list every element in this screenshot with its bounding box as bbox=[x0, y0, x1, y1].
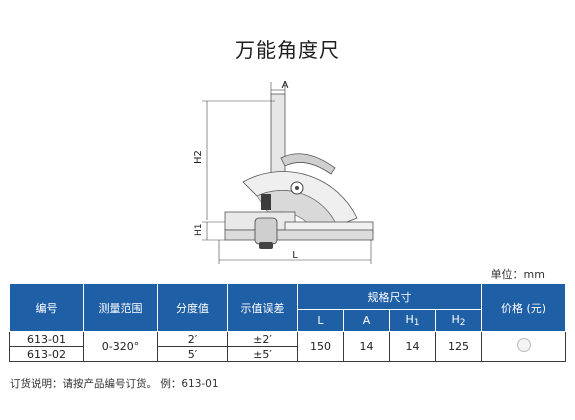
cell-division: 2′ bbox=[157, 331, 228, 347]
cell-code: 613-02 bbox=[9, 346, 84, 362]
cell-division: 5′ bbox=[157, 346, 228, 362]
cell-price bbox=[481, 331, 566, 362]
header-division: 分度值 bbox=[157, 283, 228, 332]
cell-h2: 125 bbox=[435, 331, 482, 362]
bevel-protractor-drawing: A H2 H1 L bbox=[193, 80, 374, 264]
label-h2: H2 bbox=[193, 150, 204, 164]
header-l: L bbox=[297, 309, 344, 332]
label-a: A bbox=[282, 80, 289, 91]
cell-code: 613-01 bbox=[9, 331, 84, 347]
cell-range: 0-320° bbox=[83, 331, 158, 362]
header-h2: H2 bbox=[435, 309, 482, 332]
label-l: L bbox=[292, 250, 298, 261]
cell-a: 14 bbox=[343, 331, 390, 362]
table-row: 613-01 0-320° 2′ ±2′ 150 14 14 125 bbox=[9, 331, 566, 362]
header-a: A bbox=[343, 309, 390, 332]
label-h1: H1 bbox=[194, 224, 204, 237]
page-title: 万能角度尺 bbox=[235, 38, 340, 62]
spec-table: 编号 测量范围 分度值 示值误差 规格尺寸 价格 (元) L A H1 H2 6… bbox=[9, 283, 566, 362]
unit-label: 单位：mm bbox=[490, 268, 545, 281]
price-placeholder-icon bbox=[516, 338, 531, 352]
header-price: 价格 (元) bbox=[481, 283, 566, 332]
cell-error: ±2′ bbox=[227, 331, 298, 347]
header-error: 示值误差 bbox=[227, 283, 298, 332]
table-row: 613-02 5′ ±5′ bbox=[9, 346, 566, 362]
header-dims: 规格尺寸 bbox=[297, 283, 482, 310]
order-note: 订货说明：请按产品编号订货。 例：613-01 bbox=[10, 378, 219, 390]
cell-h1: 14 bbox=[389, 331, 436, 362]
header-range: 测量范围 bbox=[83, 283, 158, 332]
header-h1: H1 bbox=[389, 309, 436, 332]
header-code: 编号 bbox=[9, 283, 84, 332]
cell-l: 150 bbox=[297, 331, 344, 362]
cell-error: ±5′ bbox=[227, 346, 298, 362]
